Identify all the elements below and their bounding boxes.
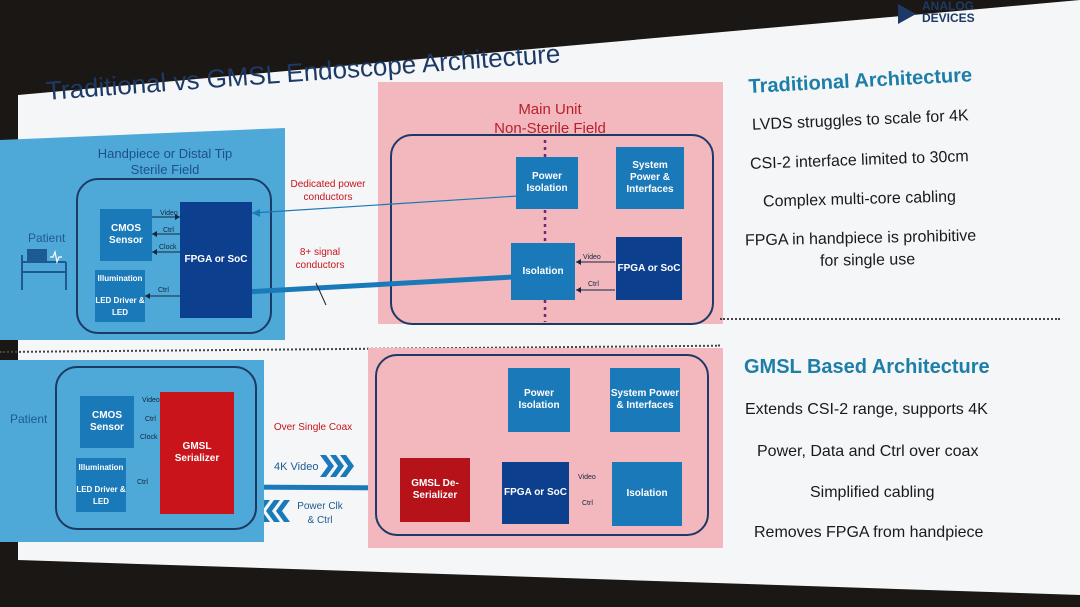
trad-power-isolation: Power Isolation <box>516 157 578 209</box>
trad-main-outline <box>390 134 714 325</box>
signal-conductors-label: 8+ signal conductors <box>295 247 345 271</box>
trad-ctrl-label: Ctrl <box>163 227 174 234</box>
gmsl-point-1: Extends CSI-2 range, supports 4K <box>745 401 988 418</box>
gmsl-system-power: System Power & Interfaces <box>610 368 680 432</box>
trad-fpga-main: FPGA or SoC <box>616 237 682 300</box>
gmsl-main-outline <box>375 354 709 536</box>
video-4k-label: 4K Video <box>274 461 319 473</box>
trad-main-ctrl-label: Ctrl <box>588 281 599 288</box>
trad-sterile-label: Handpiece or Distal Tip Sterile Field <box>70 146 260 178</box>
gmsl-point-3: Simplified cabling <box>810 484 935 501</box>
gmsl-isolation: Isolation <box>612 462 682 526</box>
gmsl-power-isolation: Power Isolation <box>508 368 570 432</box>
gmsl-serializer: GMSL Serializer <box>160 392 234 514</box>
gmsl-clock-label: Clock <box>140 434 158 441</box>
gmsl-point-2: Power, Data and Ctrl over coax <box>757 443 979 460</box>
gmsl-illum-ctrl-label: Ctrl <box>137 479 148 486</box>
power-clk-ctrl-label: Power Clk & Ctrl <box>297 501 343 526</box>
logo-line-2: DEVICES <box>922 11 975 25</box>
trad-illum-line1: Illumination <box>97 274 143 283</box>
trad-sterile-label-line2: Sterile Field <box>130 162 200 177</box>
trad-clock-label: Clock <box>159 244 177 251</box>
gmsl-handpiece-outline <box>55 366 257 530</box>
gmsl-patient-label: Patient <box>10 412 48 426</box>
gmsl-deserializer: GMSL De-Serializer <box>400 458 470 522</box>
trad-video-label: Video <box>160 210 178 217</box>
trad-isolation: Isolation <box>511 243 575 300</box>
trad-patient-label: Patient <box>28 231 66 245</box>
logo-mark-icon <box>898 4 916 24</box>
gmsl-point-4: Removes FPGA from handpiece <box>754 524 984 541</box>
analog-devices-logo: ANALOG DEVICES <box>898 0 998 26</box>
logo-line-1: ANALOG <box>922 0 974 13</box>
trad-main-video-label: Video <box>583 254 601 261</box>
dedicated-power-label: Dedicated power conductors <box>290 179 366 203</box>
trad-main-label-line2: Non-Sterile Field <box>494 120 606 137</box>
gmsl-illum-line2: LED Driver & LED <box>76 485 126 506</box>
trad-sterile-label-line1: Handpiece or Distal Tip <box>97 146 233 161</box>
gmsl-fpga-main: FPGA or SoC <box>502 462 569 524</box>
gmsl-cmos-sensor: CMOS Sensor <box>80 396 134 448</box>
trad-illumination-block: Illumination LED Driver & LED <box>95 270 145 322</box>
gmsl-illumination-block: Illumination LED Driver & LED <box>76 458 126 512</box>
trad-cmos-sensor: CMOS Sensor <box>100 209 152 261</box>
gmsl-heading: GMSL Based Architecture <box>744 356 990 378</box>
trad-fpga-handpiece: FPGA or SoC <box>180 202 252 318</box>
trad-illum-line2: LED Driver & LED <box>95 296 145 317</box>
trad-system-power: System Power & Interfaces <box>616 147 684 209</box>
gmsl-illum-line1: Illumination <box>78 463 124 472</box>
trad-point-4b: for single use <box>819 251 916 270</box>
gmsl-main-video-label: Video <box>578 474 596 481</box>
section-divider-right <box>720 318 1060 320</box>
trad-main-label-line1: Main Unit <box>518 101 582 118</box>
trad-illum-ctrl-label: Ctrl <box>158 287 169 294</box>
trad-handpiece-outline <box>76 178 272 334</box>
gmsl-main-ctrl-label: Ctrl <box>582 500 593 507</box>
over-coax-label: Over Single Coax <box>273 422 353 433</box>
gmsl-video-label: Video <box>142 397 160 404</box>
trad-main-label: Main Unit Non-Sterile Field <box>470 100 630 138</box>
gmsl-ctrl-label: Ctrl <box>145 416 156 423</box>
